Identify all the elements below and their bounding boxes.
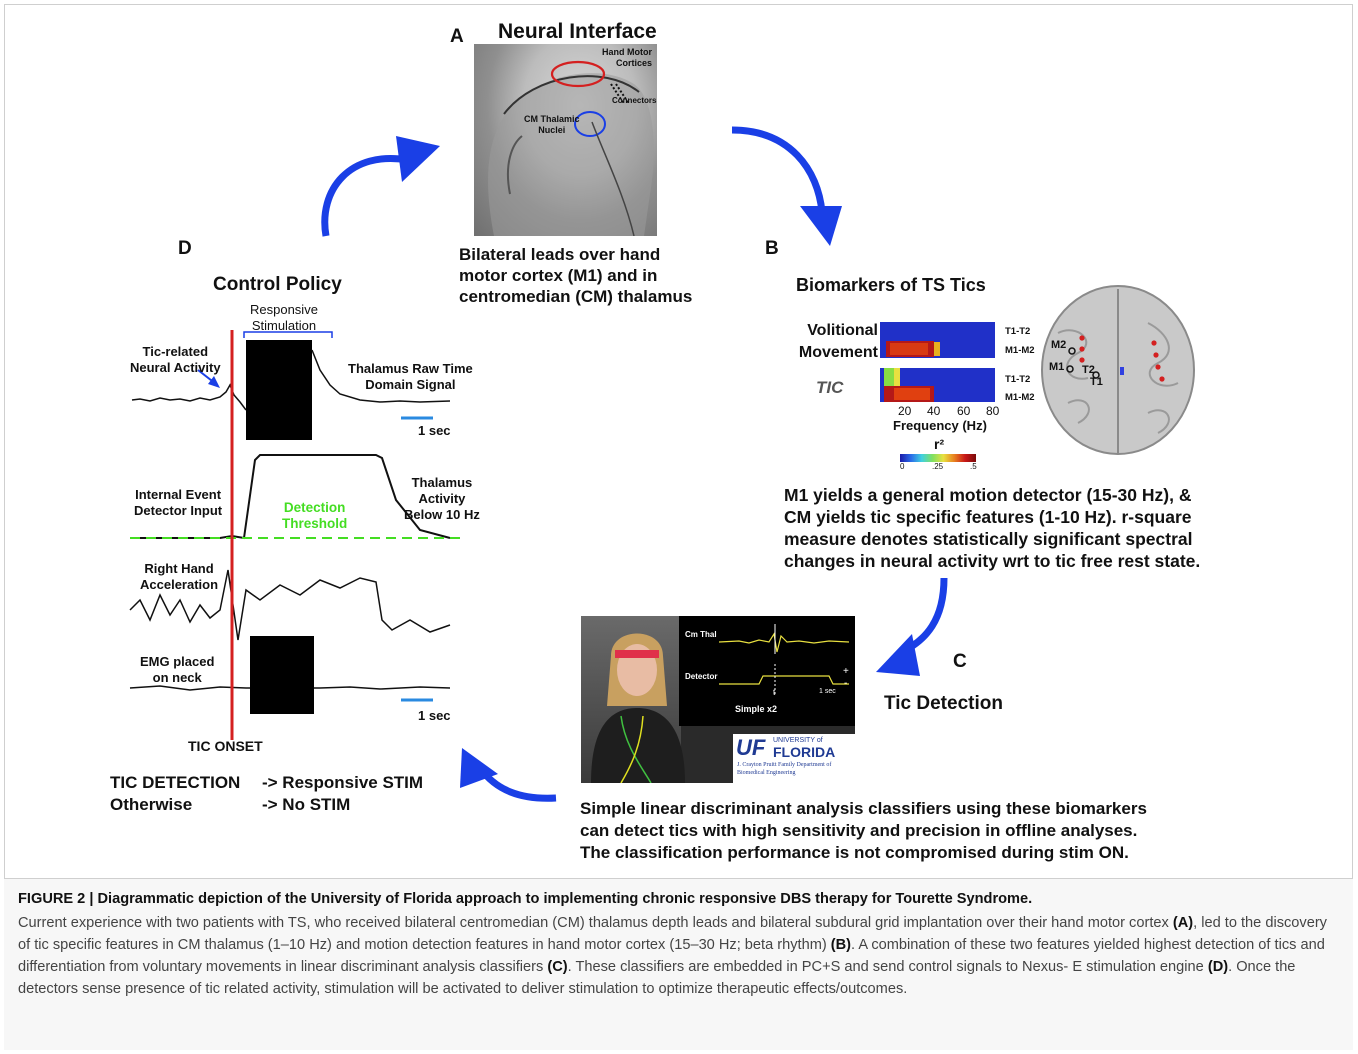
- x-tick-20: 20: [898, 404, 912, 418]
- uf-university-of: UNIVERSITY of: [773, 737, 823, 744]
- panel-a-title: Neural Interface: [498, 20, 657, 43]
- scale-1sec-top: 1 sec: [418, 423, 451, 438]
- brain-label-m2: M2: [1051, 339, 1067, 351]
- brain-label-t1: T1: [1090, 376, 1103, 388]
- label-volitional: Volitional Movement: [798, 322, 878, 361]
- tic-onset-label: TIC ONSET: [188, 738, 263, 754]
- x-tick-60: 60: [957, 404, 971, 418]
- arrow-c-to-d-head: [460, 748, 498, 788]
- x-tick-80: 80: [986, 404, 1000, 418]
- xray-label-hand-motor: Hand Motor Cortices: [602, 47, 652, 68]
- overlay-speed: Simple x2: [735, 704, 778, 714]
- arrow-d-to-a-head: [396, 136, 440, 182]
- arrow-a-to-b-head: [800, 206, 842, 246]
- colorbar: [900, 454, 976, 462]
- detection-threshold-label: Detection Threshold: [282, 500, 348, 531]
- label-tic: TIC: [816, 378, 844, 397]
- thalamus-activity-label: Thalamus Activity Below 10 Hz: [404, 475, 480, 522]
- overlay-sec: 1 sec: [819, 688, 836, 695]
- x-axis-label: Frequency (Hz): [893, 418, 987, 433]
- panel-c-description: Simple linear discriminant analysis clas…: [580, 799, 1147, 862]
- caption-body: Current experience with two patients wit…: [18, 915, 1327, 997]
- tic-related-label: Tic-related Neural Activity: [130, 344, 221, 375]
- responsive-stim-label: Responsive Stimulation: [250, 302, 318, 333]
- overlay-t: t: [773, 688, 776, 697]
- overlay-detector-trace: [719, 664, 849, 694]
- overlay-label-detector: Detector: [685, 672, 718, 681]
- video-overlay: Cm Thal Detector + - t 1 sec Simple x2: [679, 616, 855, 726]
- overlay-label-cmthal: Cm Thal: [685, 630, 717, 639]
- heatmap: [880, 322, 995, 402]
- arrow-a-to-b: [731, 126, 826, 213]
- panel-b-letter: B: [765, 238, 779, 259]
- xray-label-cm: CM Thalamic Nuclei: [524, 114, 580, 135]
- arrow-b-to-c-head: [876, 634, 920, 676]
- channel-label-1: T1-T2: [1005, 326, 1031, 337]
- flow-arrows: [321, 126, 948, 802]
- brain-label-m1: M1: [1049, 361, 1065, 373]
- panel-d-title: Control Policy: [213, 274, 342, 295]
- internal-event-label: Internal Event Detector Input: [134, 487, 223, 518]
- right-hand-label: Right Hand Acceleration: [140, 561, 219, 592]
- overlay-plus: +: [843, 666, 849, 677]
- channel-label-2: M1-M2: [1005, 345, 1035, 356]
- uf-mark: UF: [736, 735, 766, 760]
- panel-a-description: Bilateral leads over hand motor cortex (…: [459, 245, 693, 306]
- colorbar-tick-25: .25: [932, 462, 944, 471]
- panel-d-letter: D: [178, 238, 192, 259]
- control-traces: [129, 330, 460, 740]
- policy-rules: TIC DETECTION-> Responsive STIM Otherwis…: [110, 773, 424, 814]
- xray-label-connectors: Connectors: [612, 96, 657, 105]
- uf-dept-line2: Biomedical Engineering: [737, 770, 796, 776]
- uf-dept-line1: J. Crayton Pruitt Family Department of: [737, 762, 832, 768]
- brain-render: M2 M1 T2 T1: [1038, 283, 1198, 457]
- thalamus-raw-label: Thalamus Raw Time Domain Signal: [348, 361, 473, 392]
- panel-a-letter: A: [450, 26, 464, 47]
- channel-label-3: T1-T2: [1005, 374, 1031, 385]
- panel-b-title: Biomarkers of TS Tics: [796, 275, 986, 295]
- panel-b-description: M1 yields a general motion detector (15-…: [784, 485, 1201, 571]
- emg-label: EMG placed on neck: [140, 654, 215, 685]
- brain-label-t2: T2: [1082, 364, 1095, 376]
- channel-label-4: M1-M2: [1005, 392, 1035, 403]
- colorbar-tick-5: .5: [970, 462, 977, 471]
- arrow-d-to-a: [321, 155, 409, 237]
- video-frame: Cm Thal Detector + - t 1 sec Simple x2 U…: [581, 616, 855, 783]
- x-tick-40: 40: [927, 404, 941, 418]
- overlay-cm-trace: [719, 624, 849, 654]
- figure-caption: FIGURE 2 | Diagrammatic depiction of the…: [4, 878, 1353, 1050]
- xray-image: Hand Motor Cortices Connectors CM Thalam…: [474, 44, 657, 236]
- caption-title: FIGURE 2 | Diagrammatic depiction of the…: [18, 891, 1033, 907]
- colorbar-tick-0: 0: [900, 462, 905, 471]
- video-person: [591, 633, 685, 783]
- scale-1sec-bottom: 1 sec: [418, 708, 451, 723]
- panel-c-letter: C: [953, 651, 967, 672]
- uf-florida: FLORIDA: [773, 744, 836, 760]
- uf-logo: UF UNIVERSITY of FLORIDA J. Crayton Prui…: [733, 734, 855, 783]
- colorbar-label: r²: [934, 436, 945, 452]
- overlay-minus: -: [844, 678, 848, 689]
- panel-c-title: Tic Detection: [884, 693, 1003, 714]
